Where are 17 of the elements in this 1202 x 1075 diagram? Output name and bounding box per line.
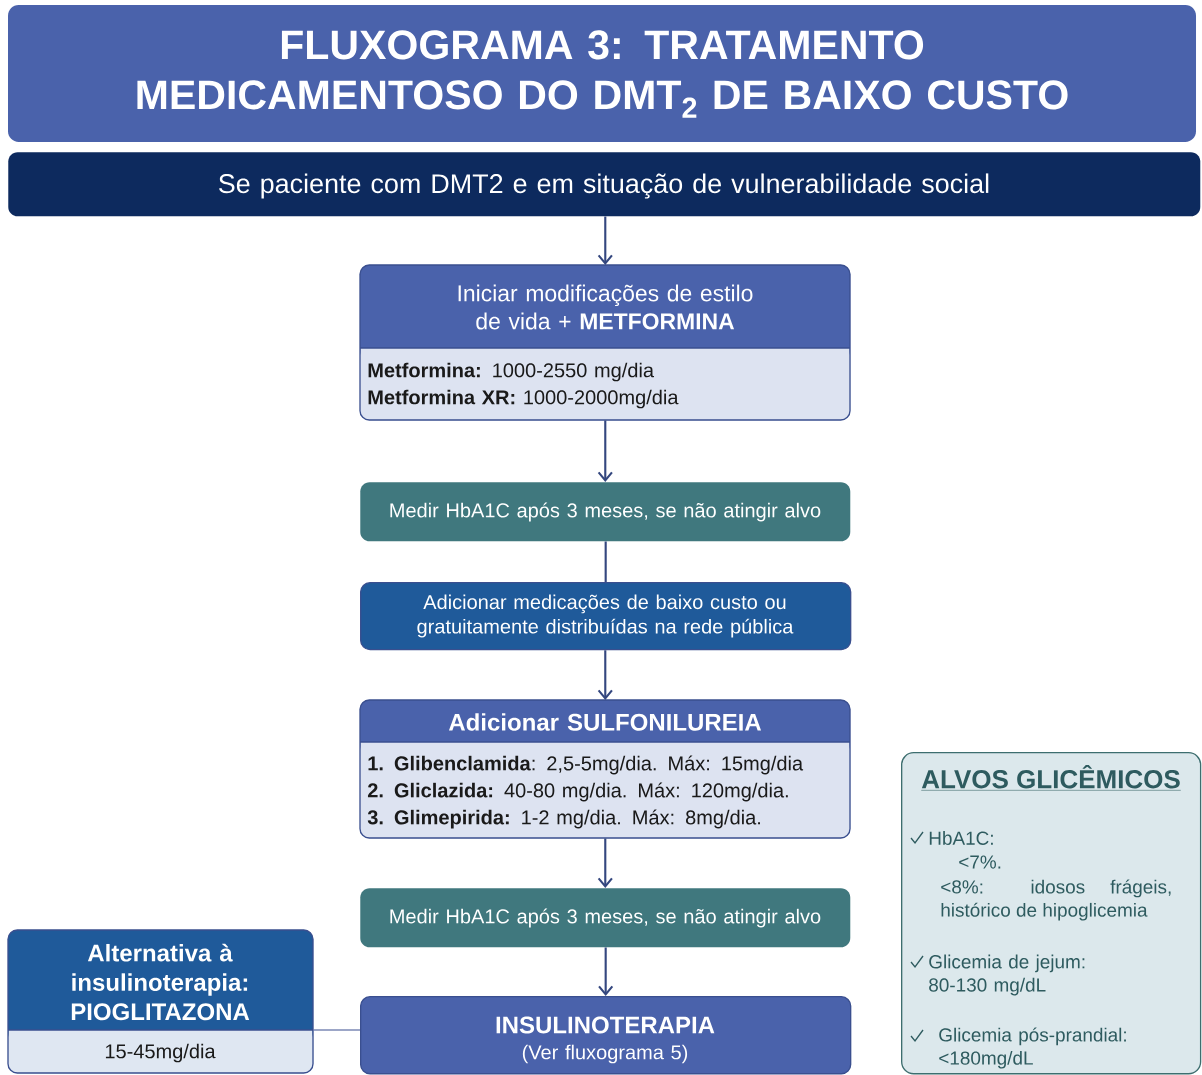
process-box: INSULINOTERAPIA (Ver fluxograma 5): [360, 996, 852, 1075]
condition-banner: Se paciente com DMT2 e em situação de vulnerabilidade social: [8, 152, 1201, 217]
process-box: Medir HbA1C após 3 meses, se não atingir alvo: [360, 888, 851, 948]
connector-line: [604, 541, 607, 582]
arrow: [597, 650, 613, 700]
process-box: Adicionar SULFONILUREIA 1. Glibenclamida: 2,5-5mg/dia. Máx: 15mg/dia 2. Gliclazida: 40-80 mg/dia. Máx: 120mg/dia. 3. Glimepirida: 1-2 mg/dia. Máx: 8mg/dia.: [359, 699, 851, 839]
arrow: [597, 838, 613, 888]
arrow: [597, 420, 613, 482]
process-box: Adicionar medicações de baixo custo ou gratuitamente distribuídas na rede pública: [360, 582, 852, 651]
arrow: [598, 947, 614, 996]
connector-line: [313, 1029, 361, 1031]
process-box: Iniciar modificações de estilo de vida + METFORMINA Metformina: 1000-2550 mg/dia Metformina XR: 1000-2000mg/dia: [359, 264, 851, 421]
process-box: Alternativa à insulinoterapia: PIOGLITAZONA 15-45mg/dia: [7, 929, 314, 1074]
arrow: [597, 216, 613, 265]
title-banner: FLUXOGRAMA 3: TRATAMENTO MEDICAMENTOSO DO DMT$_{2}$ DE BAIXO CUSTO: [8, 5, 1196, 142]
process-box: Medir HbA1C após 3 meses, se não atingir alvo: [360, 482, 851, 542]
info-panel: ALVOS GLICÊMICOS HbA1C: <7%. <8%: idosos frágeis, histórico de hipoglicemia Glicemia de jejum: 80-130 mg/dL Glicemia pós-prandial: <180mg/dL: [901, 752, 1202, 1075]
